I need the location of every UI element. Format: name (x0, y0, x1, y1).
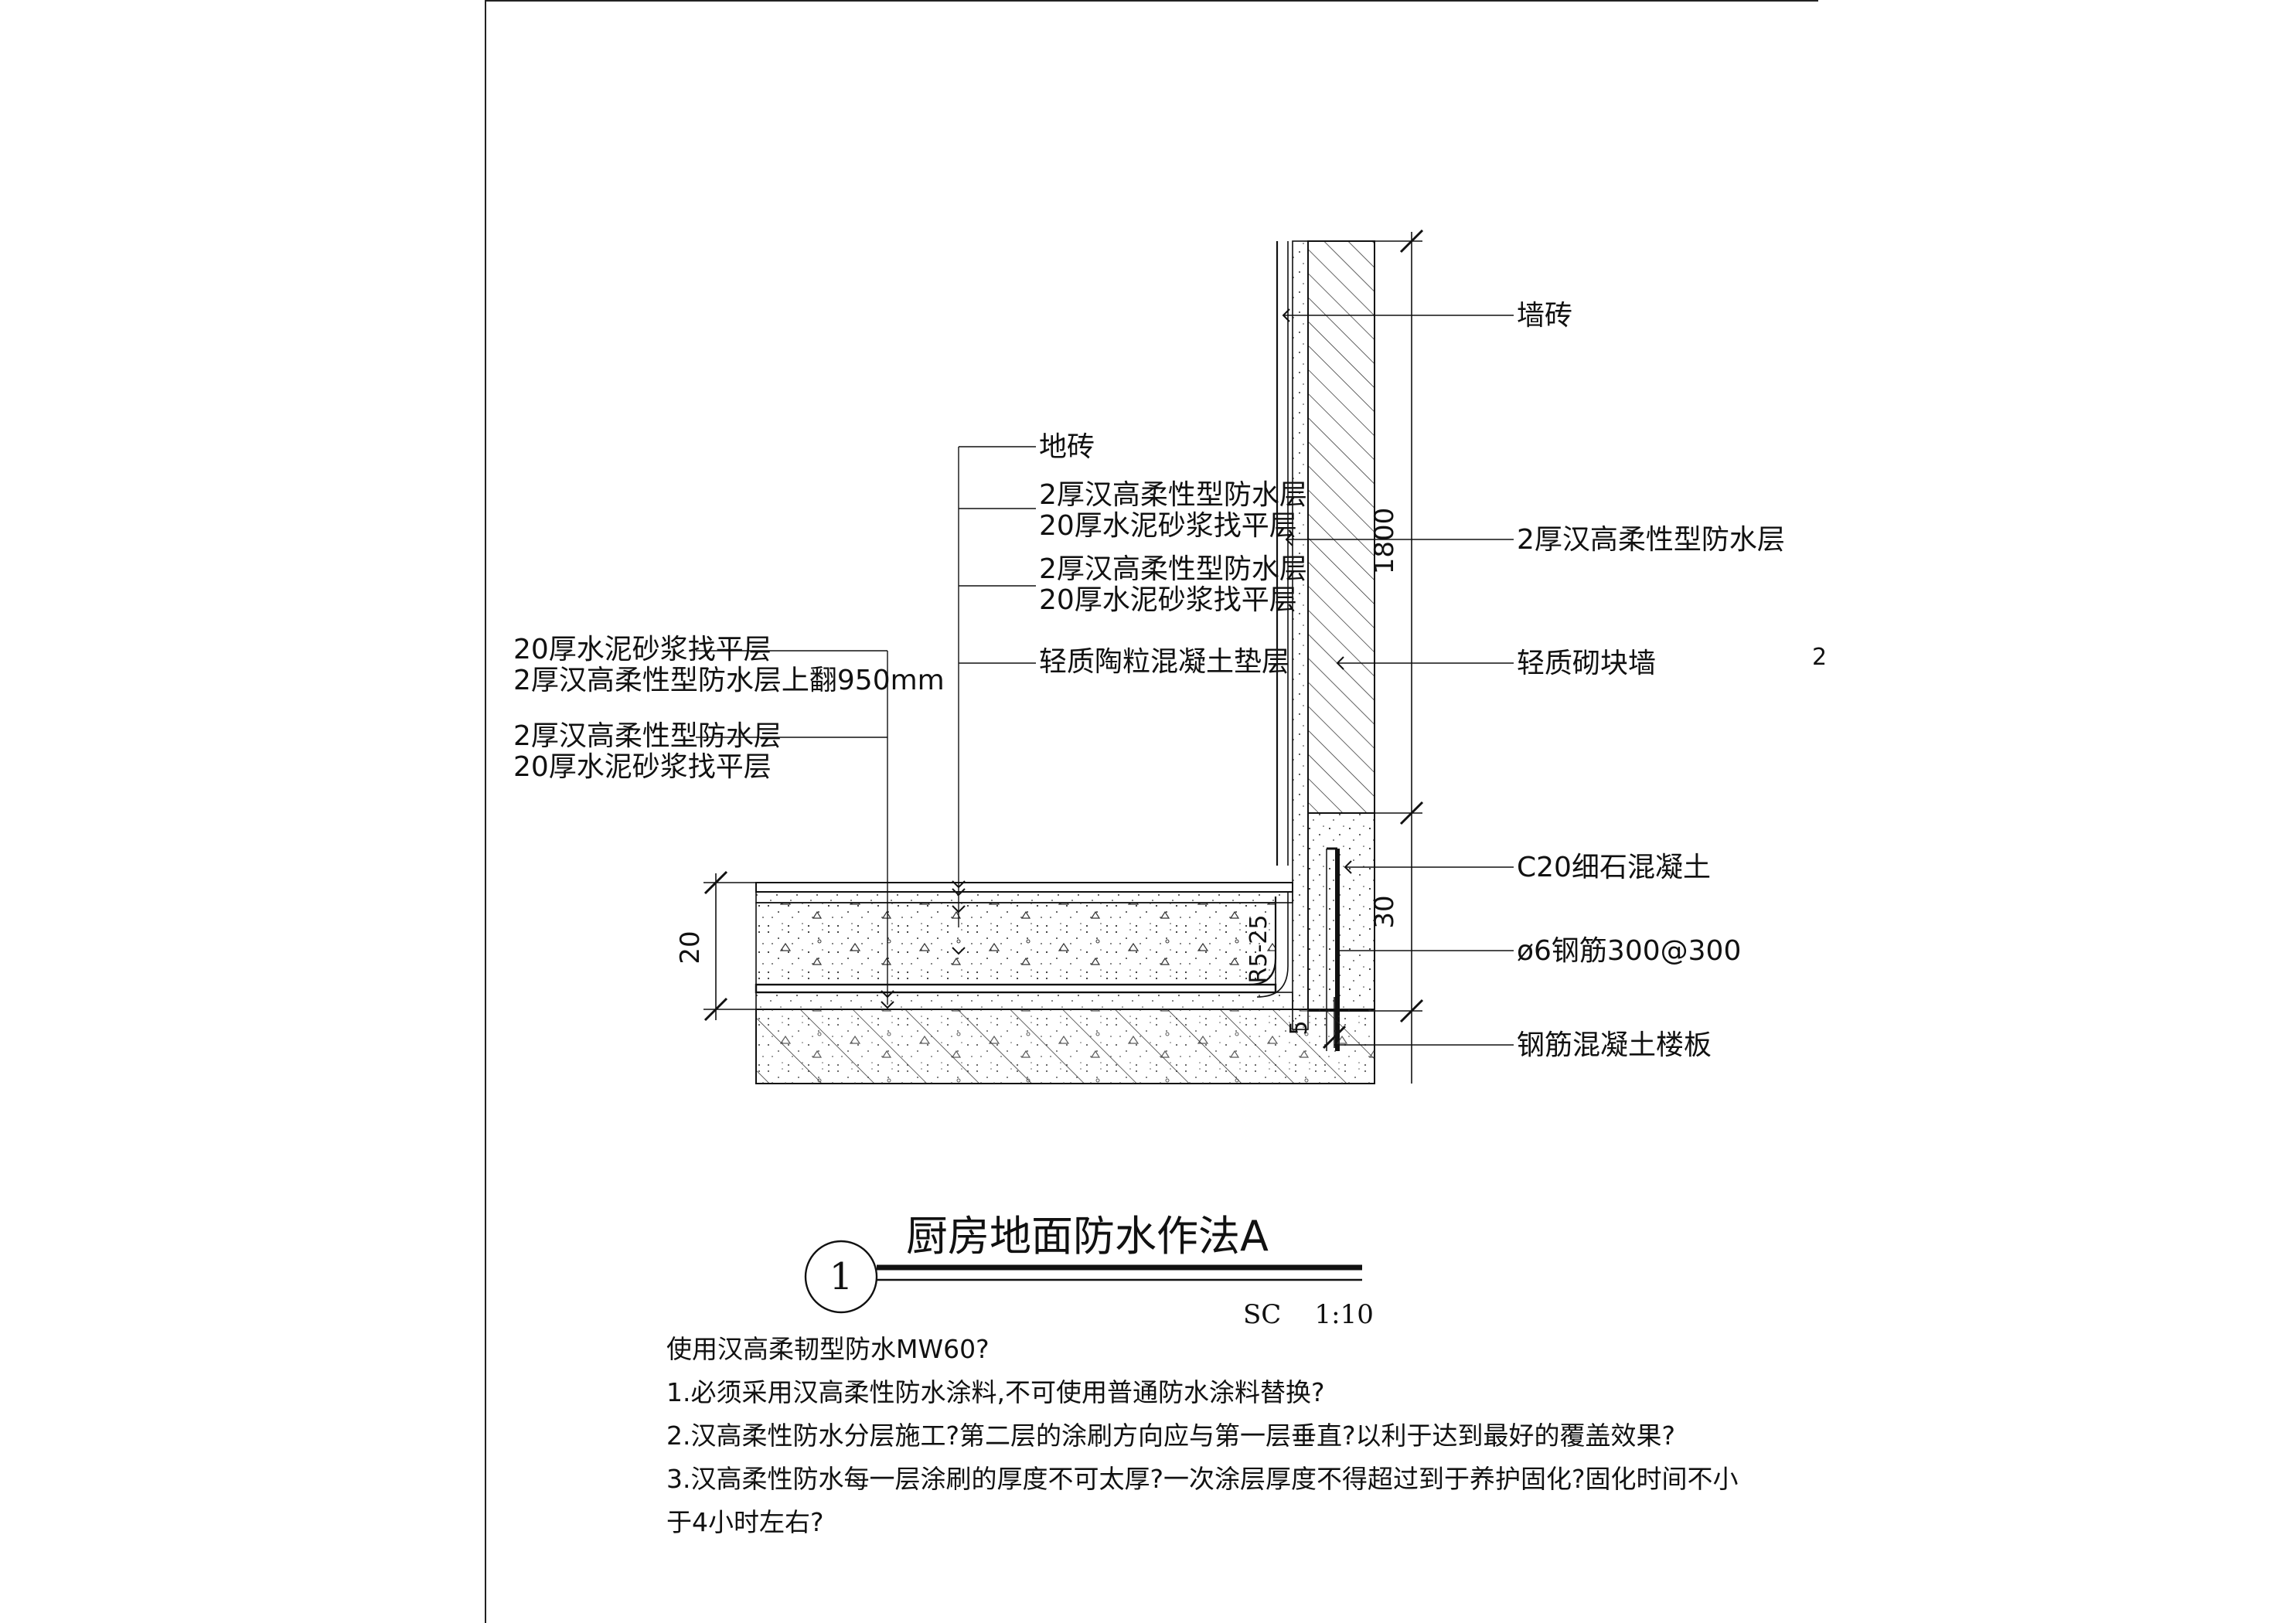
label-floor-tile: 地砖 (1039, 431, 1095, 463)
note-2: 2.汉高柔性防水分层施工?第二层的涂刷方向应与第一层垂直?以利于达到最好的覆盖效… (666, 1421, 1676, 1451)
detail-number-circle (804, 1240, 878, 1314)
label-c20-concrete: C20细石混凝土 (1517, 852, 1711, 883)
note-1: 1.必须采用汉高柔性防水涂料,不可使用普通防水涂料替换? (666, 1377, 1325, 1407)
label-wp-2-b: 2厚汉高柔性型防水层 (1039, 553, 1307, 585)
dim-fill-20: 20 (675, 931, 706, 964)
note-3a: 3.汉高柔性防水每一层涂刷的厚度不可太厚?一次涂层厚度不得超过到于养护固化?固化… (666, 1464, 1739, 1494)
label-screed-20-c: 20厚水泥砂浆找平层 (513, 634, 772, 665)
label-wp-2-c: 2厚汉高柔性型防水层 (513, 720, 782, 752)
label-wp-upturn: 2厚汉高柔性型防水层上翻950mm (513, 665, 945, 696)
leader-lines (696, 315, 1514, 1046)
dimensions (703, 229, 1424, 1084)
label-wp-2-a: 2厚汉高柔性型防水层 (1039, 479, 1307, 511)
title-block: 1 厨房地面防水作法A SC 1:10 (804, 1212, 1374, 1330)
label-screed-20-a: 20厚水泥砂浆找平层 (1039, 510, 1297, 542)
label-screed-20-b: 20厚水泥砂浆找平层 (1039, 584, 1297, 616)
dim-bottom-5: 5 (1286, 1020, 1313, 1035)
detail-number: 1 (829, 1255, 853, 1298)
drawing-title: 厨房地面防水作法A (906, 1212, 1269, 1261)
leader-arrows (881, 308, 1352, 1009)
floor-section (755, 882, 1375, 1084)
notes-heading: 使用汉高柔韧型防水MW60? (666, 1334, 990, 1364)
notes-block: 使用汉高柔韧型防水MW60? 1.必须采用汉高柔性防水涂料,不可使用普通防水涂料… (666, 1328, 1739, 1544)
label-rebar: ø6钢筋300@300 (1517, 935, 1741, 967)
label-block-wall: 轻质砌块墙 (1517, 648, 1656, 679)
scale-label: SC 1:10 (1243, 1299, 1374, 1330)
label-lightweight-fill: 轻质陶粒混凝土垫层 (1039, 646, 1289, 678)
dim-curb-height: 30 (1369, 895, 1400, 928)
dim-wall-height: 1800 (1369, 508, 1400, 575)
note-3b: 于4小时左右? (666, 1507, 824, 1537)
label-edge-mark: 2 (1812, 644, 1827, 671)
label-screed-20-d: 20厚水泥砂浆找平层 (513, 751, 772, 783)
label-wall-wp: 2厚汉高柔性型防水层 (1517, 524, 1785, 556)
label-wall-tile: 墙砖 (1517, 300, 1572, 332)
label-rc-slab: 钢筋混凝土楼板 (1517, 1029, 1712, 1061)
wall-section (1276, 240, 1375, 1051)
dim-radius: R5-25 (1245, 915, 1272, 984)
